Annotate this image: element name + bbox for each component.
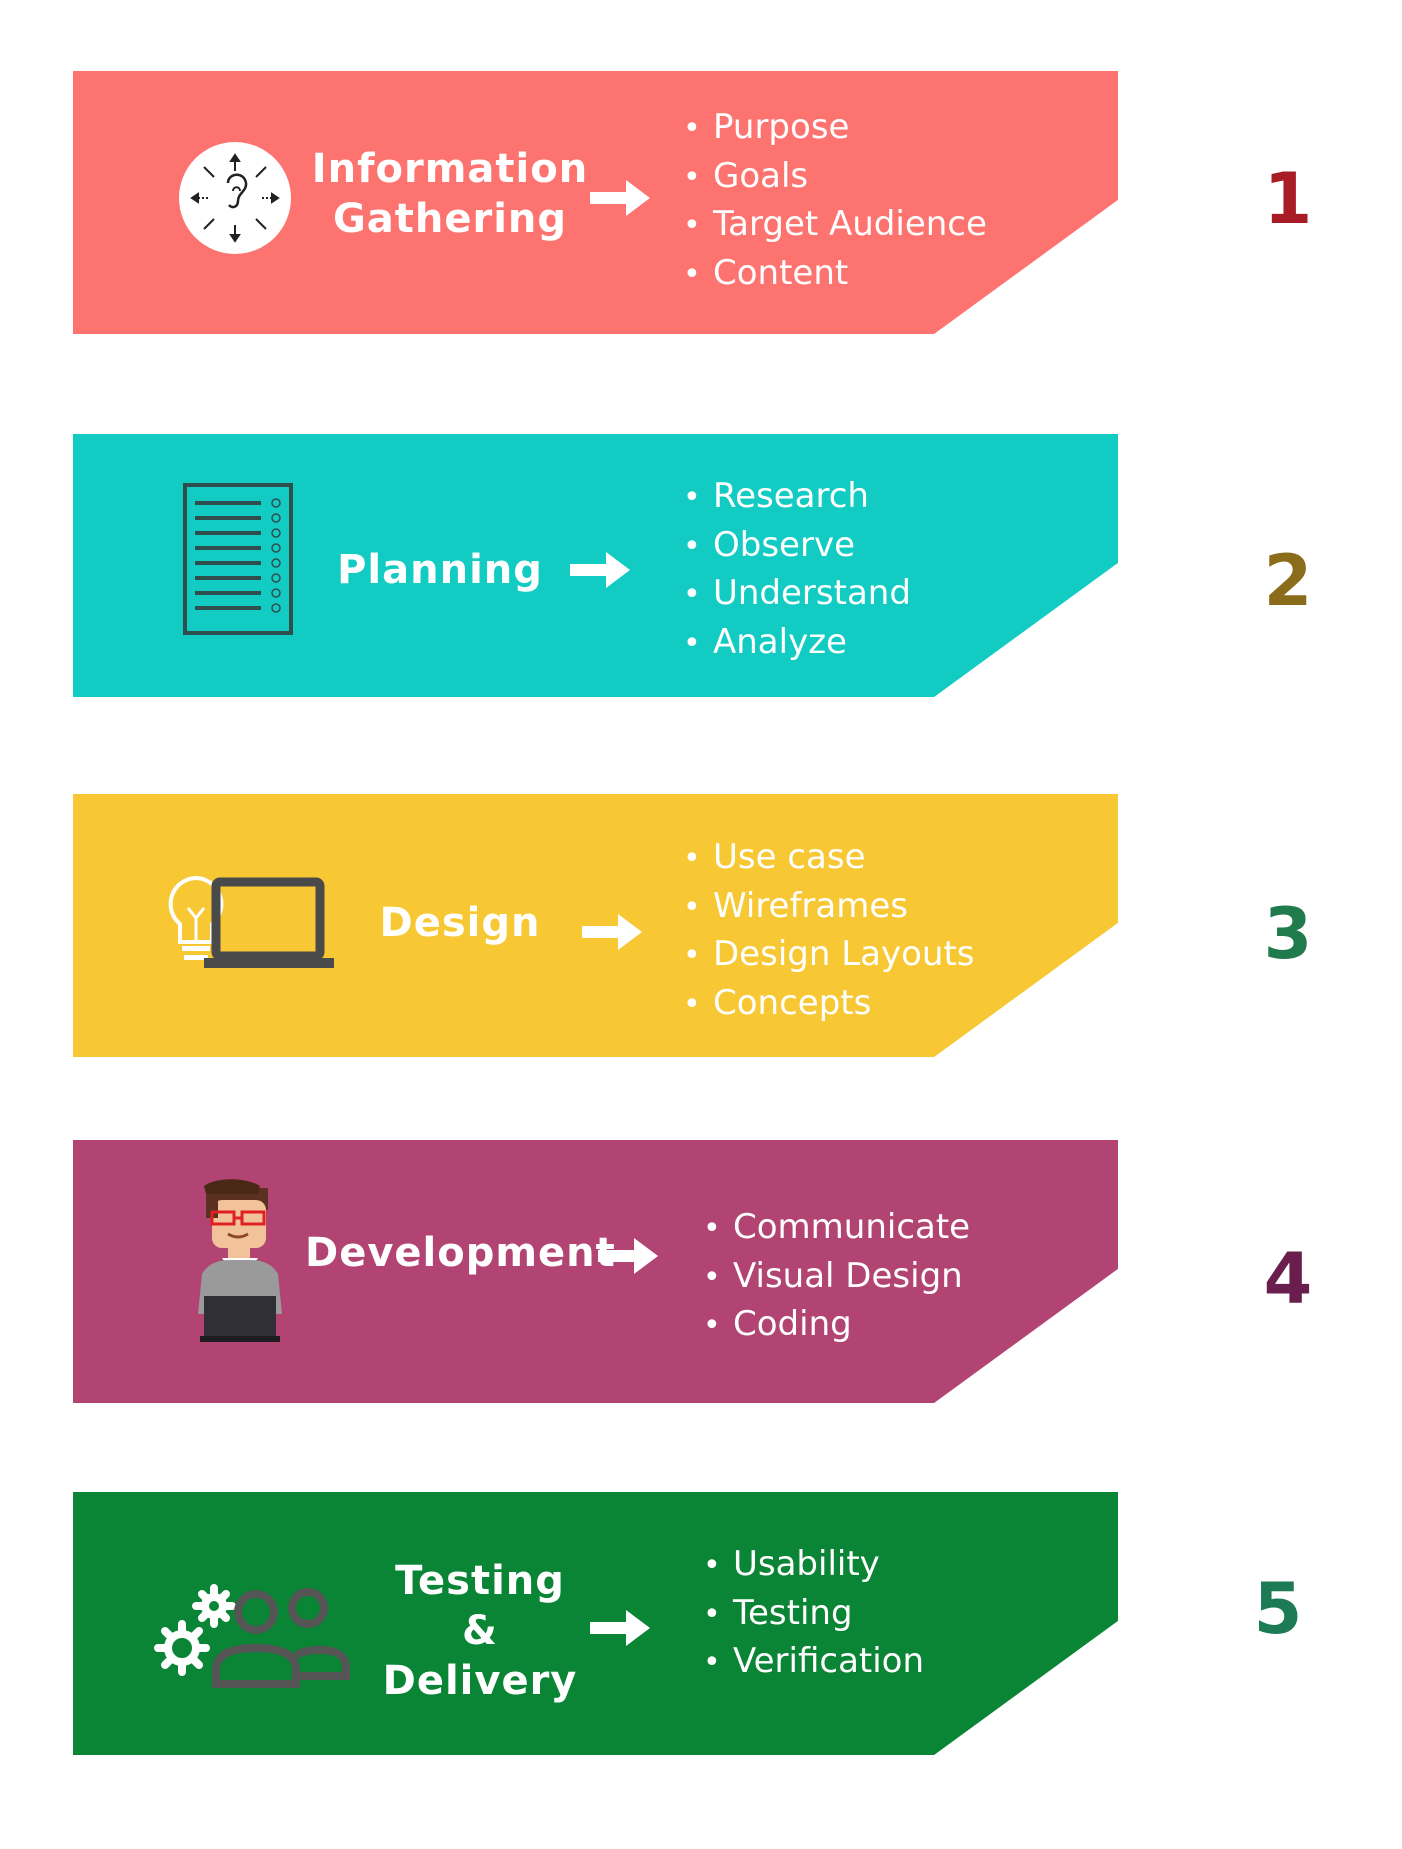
right-arrow-icon <box>582 914 642 950</box>
bullet-item: Coding <box>703 1301 970 1350</box>
bullet-item: Content <box>683 250 987 299</box>
bullet-item: Goals <box>683 153 987 202</box>
step-2-bullets: Research Observe Understand Analyze <box>683 473 911 667</box>
title-line: Development <box>305 1230 616 1276</box>
developer-avatar-icon <box>192 1178 288 1346</box>
title-line: Design <box>379 900 541 946</box>
step-4-title: Development <box>305 1228 616 1278</box>
title-line: Gathering <box>332 196 568 242</box>
step-2-number: 2 <box>1263 540 1313 622</box>
bullet-item: Wireframes <box>683 883 975 932</box>
title-line: Testing <box>395 1558 565 1604</box>
step-4-number: 4 <box>1263 1238 1313 1320</box>
step-5-title: Testing & Delivery <box>375 1556 585 1706</box>
checklist-icon <box>183 483 293 639</box>
gears-team-icon <box>152 1580 350 1694</box>
bullet-item: Understand <box>683 570 911 619</box>
step-3-number: 3 <box>1263 893 1313 975</box>
step-2-title: Planning <box>330 545 550 595</box>
step-3-bullets: Use case Wireframes Design Layouts Conce… <box>683 834 975 1028</box>
step-5-bullets: Usability Testing Verification <box>703 1541 924 1687</box>
step-1-number: 1 <box>1263 158 1313 240</box>
title-line: Delivery <box>382 1658 578 1704</box>
bullet-item: Analyze <box>683 619 911 668</box>
ear-listening-icon <box>178 141 292 259</box>
bullet-item: Observe <box>683 522 911 571</box>
bullet-item: Target Audience <box>683 201 987 250</box>
bullet-item: Concepts <box>683 980 975 1029</box>
right-arrow-icon <box>598 1238 658 1274</box>
title-line: Information <box>311 146 589 192</box>
step-5-number: 5 <box>1253 1568 1303 1650</box>
bullet-item: Communicate <box>703 1204 970 1253</box>
step-1-title: Information Gathering <box>300 144 600 244</box>
step-1-bullets: Purpose Goals Target Audience Content <box>683 104 987 298</box>
bullet-item: Testing <box>703 1590 924 1639</box>
step-3-title: Design <box>370 898 550 948</box>
title-line: Planning <box>337 547 543 593</box>
title-line: & <box>462 1608 498 1654</box>
right-arrow-icon <box>590 180 650 216</box>
bullet-item: Visual Design <box>703 1253 970 1302</box>
right-arrow-icon <box>590 1610 650 1646</box>
bullet-item: Purpose <box>683 104 987 153</box>
bullet-item: Design Layouts <box>683 931 975 980</box>
step-4-bullets: Communicate Visual Design Coding <box>703 1204 970 1350</box>
bullet-item: Research <box>683 473 911 522</box>
bullet-item: Usability <box>703 1541 924 1590</box>
lightbulb-laptop-icon <box>164 874 336 974</box>
bullet-item: Verification <box>703 1638 924 1687</box>
right-arrow-icon <box>570 552 630 588</box>
bullet-item: Use case <box>683 834 975 883</box>
